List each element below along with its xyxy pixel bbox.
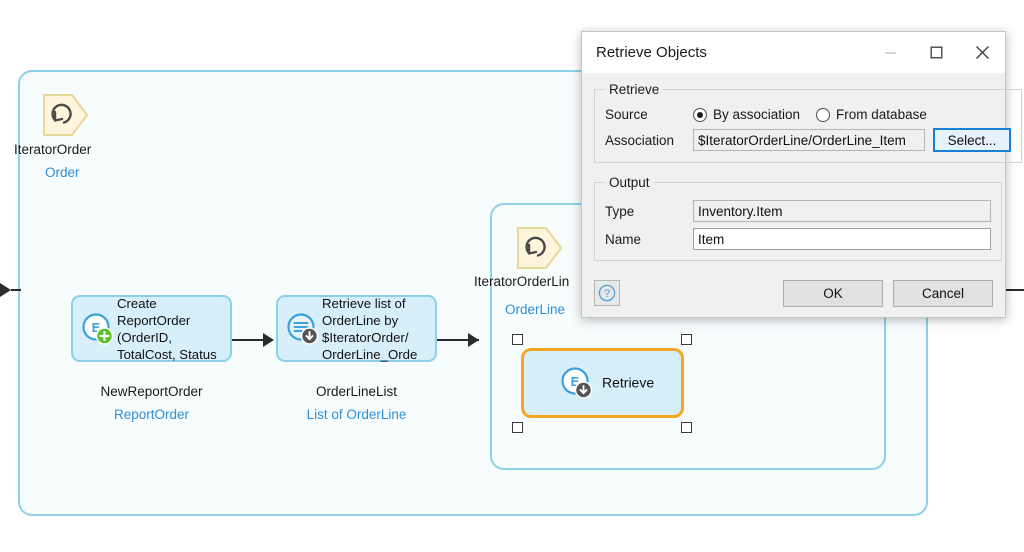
association-label: Association <box>605 132 675 148</box>
dialog-footer: ? OK Cancel <box>582 269 1005 317</box>
loop-inner-name: IteratorOrderLin <box>474 274 570 289</box>
name-label: Name <box>605 231 642 247</box>
radio-by-association[interactable]: By association <box>693 107 800 122</box>
loop-inner-type: OrderLine <box>505 302 566 317</box>
activity-retrieve-list[interactable]: Retrieve list of OrderLine by $IteratorO… <box>276 295 437 362</box>
select-association-button[interactable]: Select... <box>933 128 1011 152</box>
name-row: Name Item <box>605 228 991 250</box>
selection-handle-top-left[interactable] <box>512 334 523 345</box>
loop-iterator-icon-inner[interactable] <box>516 226 564 270</box>
loop-outer-type: Order <box>45 165 80 180</box>
selection-handle-bottom-right[interactable] <box>681 422 692 433</box>
loop-iterator-icon-outer[interactable] <box>42 93 90 137</box>
minimize-icon <box>867 32 913 73</box>
close-icon[interactable] <box>959 32 1005 73</box>
source-label: Source <box>605 107 648 122</box>
cancel-button[interactable]: Cancel <box>893 279 993 307</box>
dialog-body: Retrieve Source By association From data… <box>582 74 1022 261</box>
connector-arrowhead-1 <box>263 333 274 347</box>
connector-arrowhead-2 <box>468 333 479 347</box>
help-icon[interactable]: ? <box>594 280 620 306</box>
svg-text:E: E <box>92 320 101 335</box>
type-row: Type Inventory.Item <box>605 200 991 222</box>
retrieve-list-icon <box>286 312 320 346</box>
retrieve-objects-dialog[interactable]: Retrieve Objects Retrieve Source By asso… <box>581 31 1022 318</box>
output-group-legend: Output <box>609 175 650 190</box>
retrieve-object-icon: E <box>560 366 594 400</box>
entry-connector <box>11 289 21 291</box>
activity-create-text: Create ReportOrder (OrderID, TotalCost, … <box>117 295 217 362</box>
activity-create-caption: NewReportOrder <box>100 384 203 399</box>
name-input[interactable]: Item <box>693 228 991 250</box>
activity-retrieve-list-text: Retrieve list of OrderLine by $IteratorO… <box>322 295 418 362</box>
type-label: Type <box>605 203 635 219</box>
loop-outer-name: IteratorOrder <box>14 142 92 157</box>
selection-handle-bottom-left[interactable] <box>512 422 523 433</box>
dialog-titlebar[interactable]: Retrieve Objects <box>582 32 1005 74</box>
retrieve-group-legend: Retrieve <box>609 82 660 97</box>
maximize-icon[interactable] <box>913 32 959 73</box>
radio-from-database-label: From database <box>836 107 927 122</box>
window-controls <box>867 32 1005 73</box>
activity-create-object[interactable]: E Create ReportOrder (OrderID, TotalCost… <box>71 295 232 362</box>
activity-retrieve-list-caption-type: List of OrderLine <box>306 407 407 422</box>
svg-text:E: E <box>571 374 580 389</box>
association-row: Association $IteratorOrderLine/OrderLine… <box>605 128 1011 152</box>
activity-retrieve-object-text: Retrieve <box>602 374 655 391</box>
radio-by-association-indicator[interactable] <box>693 107 707 122</box>
association-input[interactable]: $IteratorOrderLine/OrderLine_Item <box>693 129 925 151</box>
radio-by-association-label: By association <box>713 107 801 122</box>
retrieve-group: Retrieve Source By association From data… <box>594 82 1022 163</box>
type-input: Inventory.Item <box>693 200 991 222</box>
selection-handle-top-right[interactable] <box>681 334 692 345</box>
activity-retrieve-object[interactable]: E Retrieve <box>521 348 684 418</box>
svg-text:?: ? <box>604 288 610 300</box>
connector-list-to-loop <box>437 339 479 341</box>
connector-create-to-list <box>232 339 270 341</box>
output-group: Output Type Inventory.Item Name Item <box>594 175 1002 261</box>
radio-from-database[interactable]: From database <box>816 107 927 122</box>
activity-retrieve-list-caption: OrderLineList <box>315 384 398 399</box>
ok-button[interactable]: OK <box>783 279 883 307</box>
source-row: Source By association From database <box>605 107 1011 122</box>
entry-arrowhead <box>0 283 11 297</box>
radio-from-database-indicator[interactable] <box>816 107 831 122</box>
dialog-title: Retrieve Objects <box>596 44 707 61</box>
create-object-icon: E <box>81 312 115 346</box>
activity-create-caption-type: ReportOrder <box>113 407 190 422</box>
